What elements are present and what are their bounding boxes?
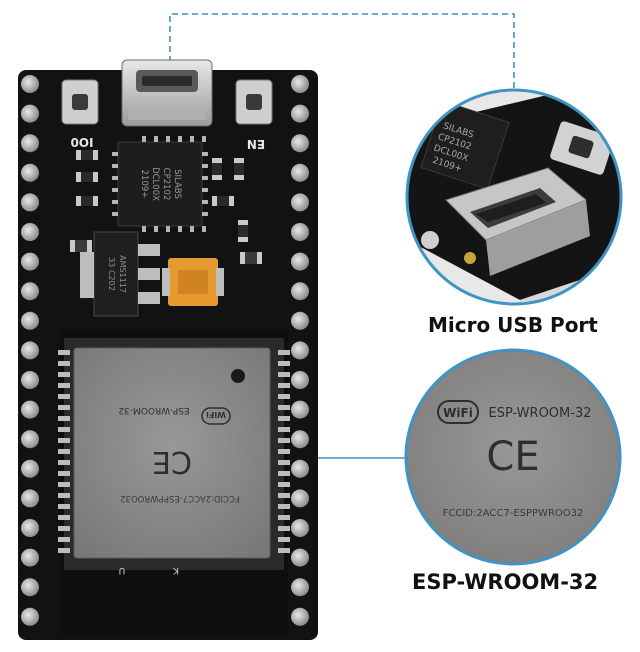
header-pin xyxy=(21,134,39,153)
header-pin xyxy=(291,163,309,182)
header-pin xyxy=(21,371,39,389)
module-name-text: ESP-WROOM-32 xyxy=(118,405,189,415)
reset-button-label: EN xyxy=(247,137,265,151)
usb-uart-chip: SILABS CP2102 DCL00X 2109+ xyxy=(112,136,208,232)
header-pin xyxy=(21,607,39,626)
header-pin xyxy=(291,519,309,537)
header-pin xyxy=(21,578,39,597)
header-pins-left xyxy=(21,75,39,626)
zoom-usb-connector xyxy=(445,167,590,276)
header-pin xyxy=(21,193,39,212)
header-pin xyxy=(291,75,309,93)
regulator-text-line-1: AMS1117 xyxy=(118,255,127,293)
chip-text-line-2: CP2102 xyxy=(161,168,171,201)
header-pin xyxy=(291,311,309,330)
module-ce-mark: CE xyxy=(152,444,192,479)
chip-text-line-1: SILABS xyxy=(172,169,182,199)
micro-usb-connector xyxy=(121,59,213,127)
header-pin xyxy=(291,282,309,301)
header-pin xyxy=(291,607,309,626)
header-pin xyxy=(21,459,39,478)
header-pin xyxy=(21,223,39,241)
header-pin xyxy=(21,104,39,123)
pin-mark-k: K xyxy=(172,565,179,575)
header-pin xyxy=(21,489,39,508)
header-pin xyxy=(291,489,309,508)
header-pin xyxy=(291,252,309,271)
header-pin xyxy=(21,519,39,537)
reset-button xyxy=(235,79,273,125)
tantalum-capacitor xyxy=(162,258,224,306)
header-pin xyxy=(291,104,309,123)
header-pin xyxy=(291,134,309,153)
esp-wroom-32-caption: ESP-WROOM-32 xyxy=(412,570,599,594)
header-pin xyxy=(21,548,39,567)
header-pin xyxy=(291,548,309,567)
smd-components xyxy=(70,150,262,264)
header-pin xyxy=(21,311,39,330)
header-pin xyxy=(21,252,39,271)
leader-line-usb xyxy=(169,13,515,90)
header-pin xyxy=(291,400,309,419)
zoom-module-name: ESP-WROOM-32 xyxy=(489,406,592,421)
zoom-ce-mark: CE xyxy=(486,434,539,480)
boot-button xyxy=(61,79,99,125)
header-pin xyxy=(21,341,39,360)
header-pin xyxy=(21,400,39,419)
header-pin xyxy=(21,75,39,93)
svg-text:WiFi: WiFi xyxy=(206,410,226,419)
header-pin xyxy=(291,371,309,389)
zoom-fcc-id: FCCID:2ACC7-ESPPWROO32 xyxy=(443,508,584,519)
zoom-circle-usb-port: SILABS CP2102 DCL00X 2109+ xyxy=(405,88,623,306)
regulator-text-line-2: 33 C202 xyxy=(107,257,116,291)
svg-text:WiFi: WiFi xyxy=(443,406,473,420)
header-pin xyxy=(291,341,309,360)
chip-text-line-3: DCL00X xyxy=(150,167,160,201)
module-fcc-text: FCCID:2ACC7-ESPPWROO32 xyxy=(120,493,240,503)
header-pin xyxy=(21,163,39,182)
header-pin xyxy=(291,223,309,241)
header-pins-right xyxy=(291,75,309,626)
micro-usb-port-caption: Micro USB Port xyxy=(428,313,598,337)
zoom-wifi-logo: WiFi xyxy=(437,400,479,424)
pin-mark-u: U xyxy=(119,565,126,575)
zoom-circle-module: WiFi ESP-WROOM-32 CE FCCID:2ACC7-ESPPWRO… xyxy=(404,348,622,566)
esp32-board: IO0 EN SILABS CP2102 DCL00X 2109+ xyxy=(18,59,318,640)
header-pin xyxy=(291,578,309,597)
module-wifi-logo: WiFi xyxy=(201,407,231,425)
header-pin xyxy=(21,430,39,449)
chip-text-line-4: 2109+ xyxy=(139,170,149,199)
boot-button-label: IO0 xyxy=(70,135,93,149)
esp-wroom-module: FCCID:2ACC7-ESPPWROO32 CE ESP-WROOM-32 W… xyxy=(58,338,290,570)
header-pin xyxy=(291,430,309,449)
header-pin xyxy=(291,459,309,478)
header-pin xyxy=(21,282,39,301)
header-pin xyxy=(291,193,309,212)
voltage-regulator: AMS1117 33 C202 xyxy=(80,231,160,317)
